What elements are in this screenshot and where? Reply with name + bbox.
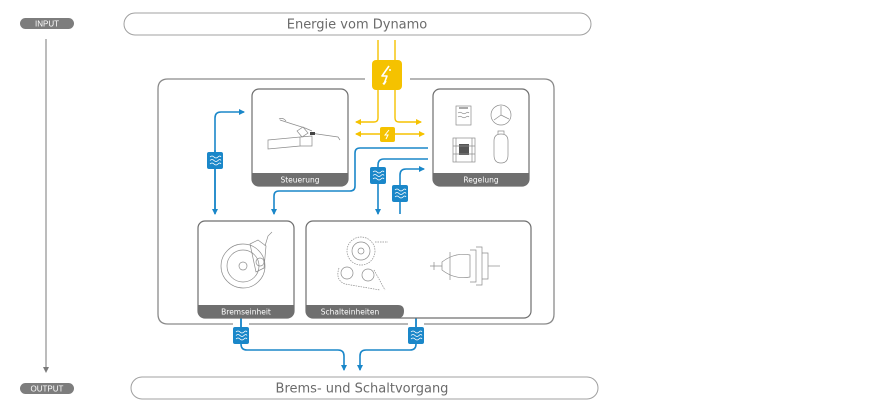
cassette-chain-icon: [337, 236, 388, 291]
hub-gear-icon: [430, 246, 500, 286]
small-lightning-icon: [383, 129, 390, 140]
module-steuerung[interactable]: Steuerung: [251, 88, 349, 187]
wave-icon: [410, 330, 423, 341]
bremseinheit-label: Bremseinheit: [221, 308, 271, 317]
module-regelung[interactable]: Regelung: [432, 88, 530, 187]
output-pill: [20, 383, 74, 394]
lightning-icon: [381, 65, 391, 85]
fan-icon: [490, 104, 512, 126]
microchip-icon: [452, 137, 476, 163]
flow-axis: INPUT OUTPUT: [20, 18, 74, 394]
document-icon: [455, 105, 472, 126]
input-bar-text: Energie vom Dynamo: [287, 18, 428, 33]
signal-box-bottom-right: [408, 327, 424, 344]
output-bar-text: Brems- und Schaltvorgang: [276, 382, 449, 397]
signal-box-left: [207, 152, 223, 169]
wave-icon: [372, 170, 385, 181]
input-pill: [20, 18, 74, 29]
schalteinheiten-label: Schalteinheiten: [321, 308, 380, 317]
signal-box-bottom-left: [233, 327, 249, 344]
input-label: INPUT: [35, 20, 59, 29]
output-label: OUTPUT: [31, 385, 64, 394]
wave-icon: [235, 330, 248, 341]
energy-lines: [355, 40, 425, 137]
wave-icon: [209, 155, 222, 166]
power-distribution-box: [380, 127, 395, 142]
signal-box-mid: [370, 167, 386, 184]
brake-lever-icon: [267, 117, 341, 150]
regelung-label: Regelung: [463, 176, 498, 185]
module-bremseinheit[interactable]: Bremseinheit: [197, 220, 295, 319]
output-bar: Brems- und Schaltvorgang: [130, 376, 599, 400]
module-schalteinheiten[interactable]: Schalteinheiten: [305, 220, 532, 319]
capsule-icon: [493, 130, 509, 164]
steuerung-label: Steuerung: [280, 176, 319, 185]
power-supply-box: [372, 60, 402, 90]
input-bar: Energie vom Dynamo: [123, 12, 592, 36]
wave-icon: [394, 188, 407, 199]
system-frame: [157, 78, 555, 325]
disc-brake-icon: [220, 231, 273, 289]
signal-box-right: [392, 185, 408, 202]
